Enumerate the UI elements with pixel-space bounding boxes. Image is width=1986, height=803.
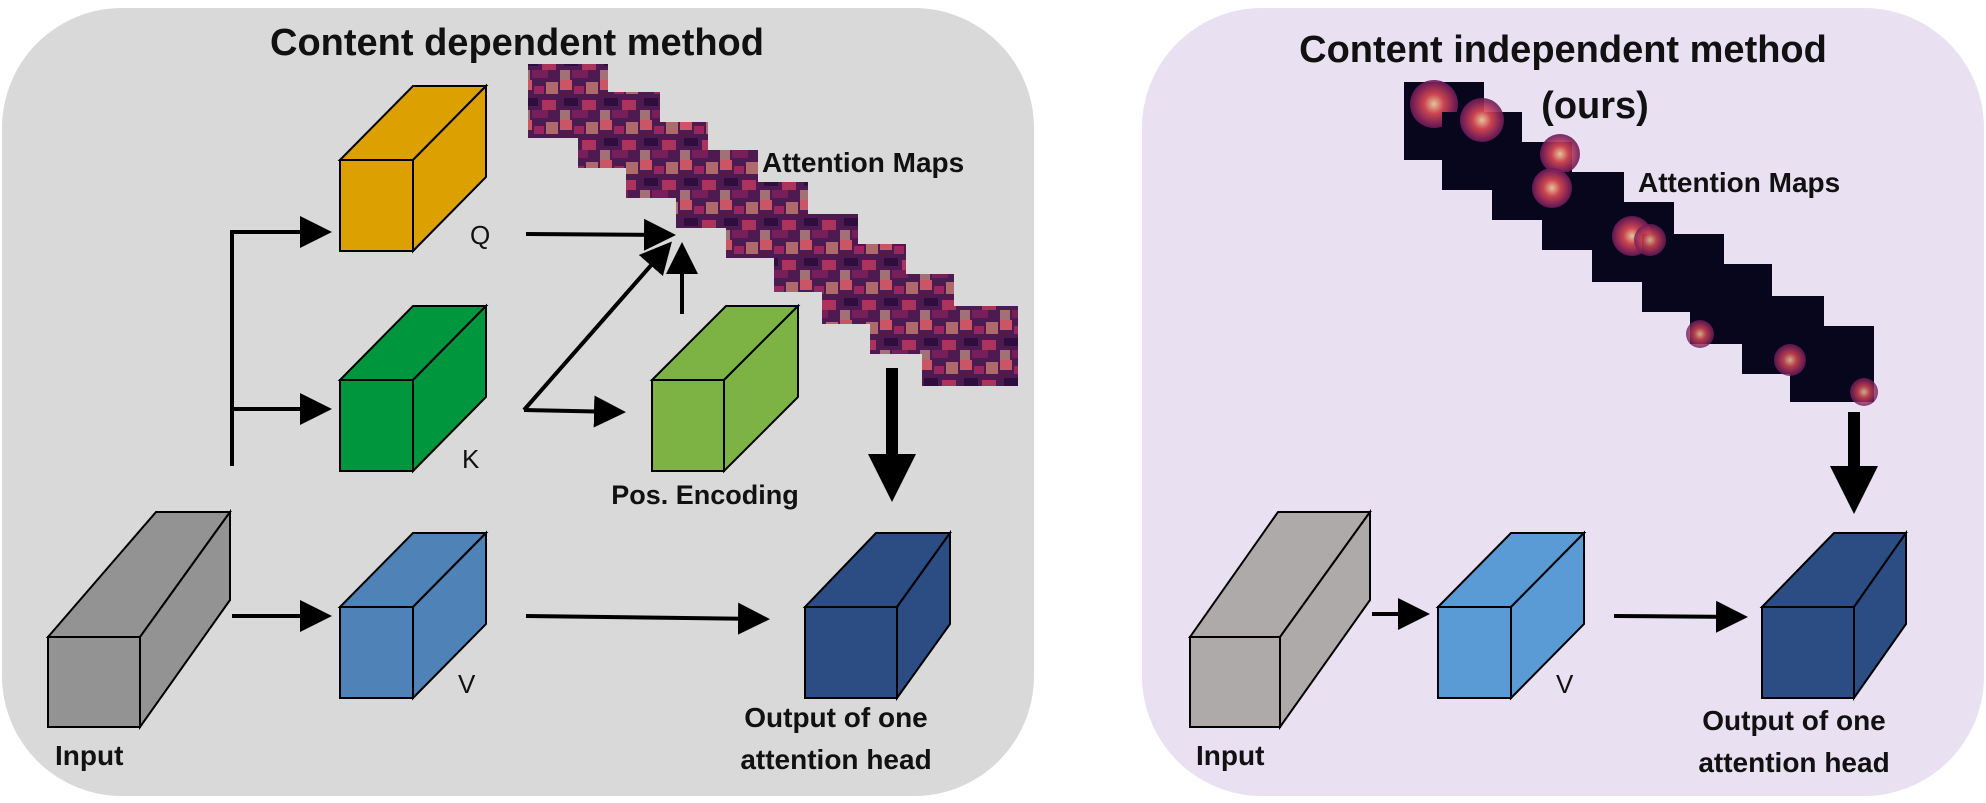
k-label: K [462,444,480,474]
input-label-right: Input [1196,740,1264,771]
pos-encoding-label: Pos. Encoding [611,480,799,510]
q-cube-front [339,159,414,252]
right-panel-title-line1: Content independent method [1299,29,1827,71]
q-cube [337,83,489,254]
arrow-q-to-attention [525,218,676,251]
input-cuboid-right [1188,508,1372,731]
pos-cube-front [651,379,725,472]
right-arrows [1372,598,1748,633]
q-label: Q [470,220,490,250]
v-label-right: V [1556,669,1574,699]
input-cuboid [45,508,232,731]
v-label: V [458,669,476,699]
left-panel-title: Content dependent method [270,22,764,64]
arrow-k-to-attention [522,241,672,412]
output-label-line2: attention head [740,744,931,775]
arrow-k-to-pos [523,395,626,428]
right-panel-title-line2: (ours) [1541,85,1649,127]
output-cube [802,529,952,702]
v-cube [337,530,489,701]
arrow-v-to-output-right [1613,600,1748,633]
v-cube-right [1435,530,1587,701]
left-attention-maps [528,64,1018,386]
left-arrows [230,216,770,635]
v-cube-right-front [1437,606,1512,699]
v-cube-front [339,606,414,699]
input-cuboid-right-front [1189,636,1281,728]
right-attention-maps [1404,80,1878,406]
k-cube-front [339,379,414,472]
k-cube [337,303,489,474]
output-cube-right [1759,529,1908,702]
pos-encoding-cube [649,303,801,474]
output-label-right-line2: attention head [1698,747,1889,778]
output-cube-right-front [1761,606,1855,699]
arrow-v-to-output [525,602,770,635]
input-cuboid-front [47,636,141,728]
output-cube-front [804,606,898,699]
output-label-right-line1: Output of one [1702,705,1886,736]
right-attention-label: Attention Maps [1638,167,1840,198]
output-label-line1: Output of one [744,702,928,733]
left-attention-label: Attention Maps [762,147,964,178]
input-label: Input [55,740,123,771]
